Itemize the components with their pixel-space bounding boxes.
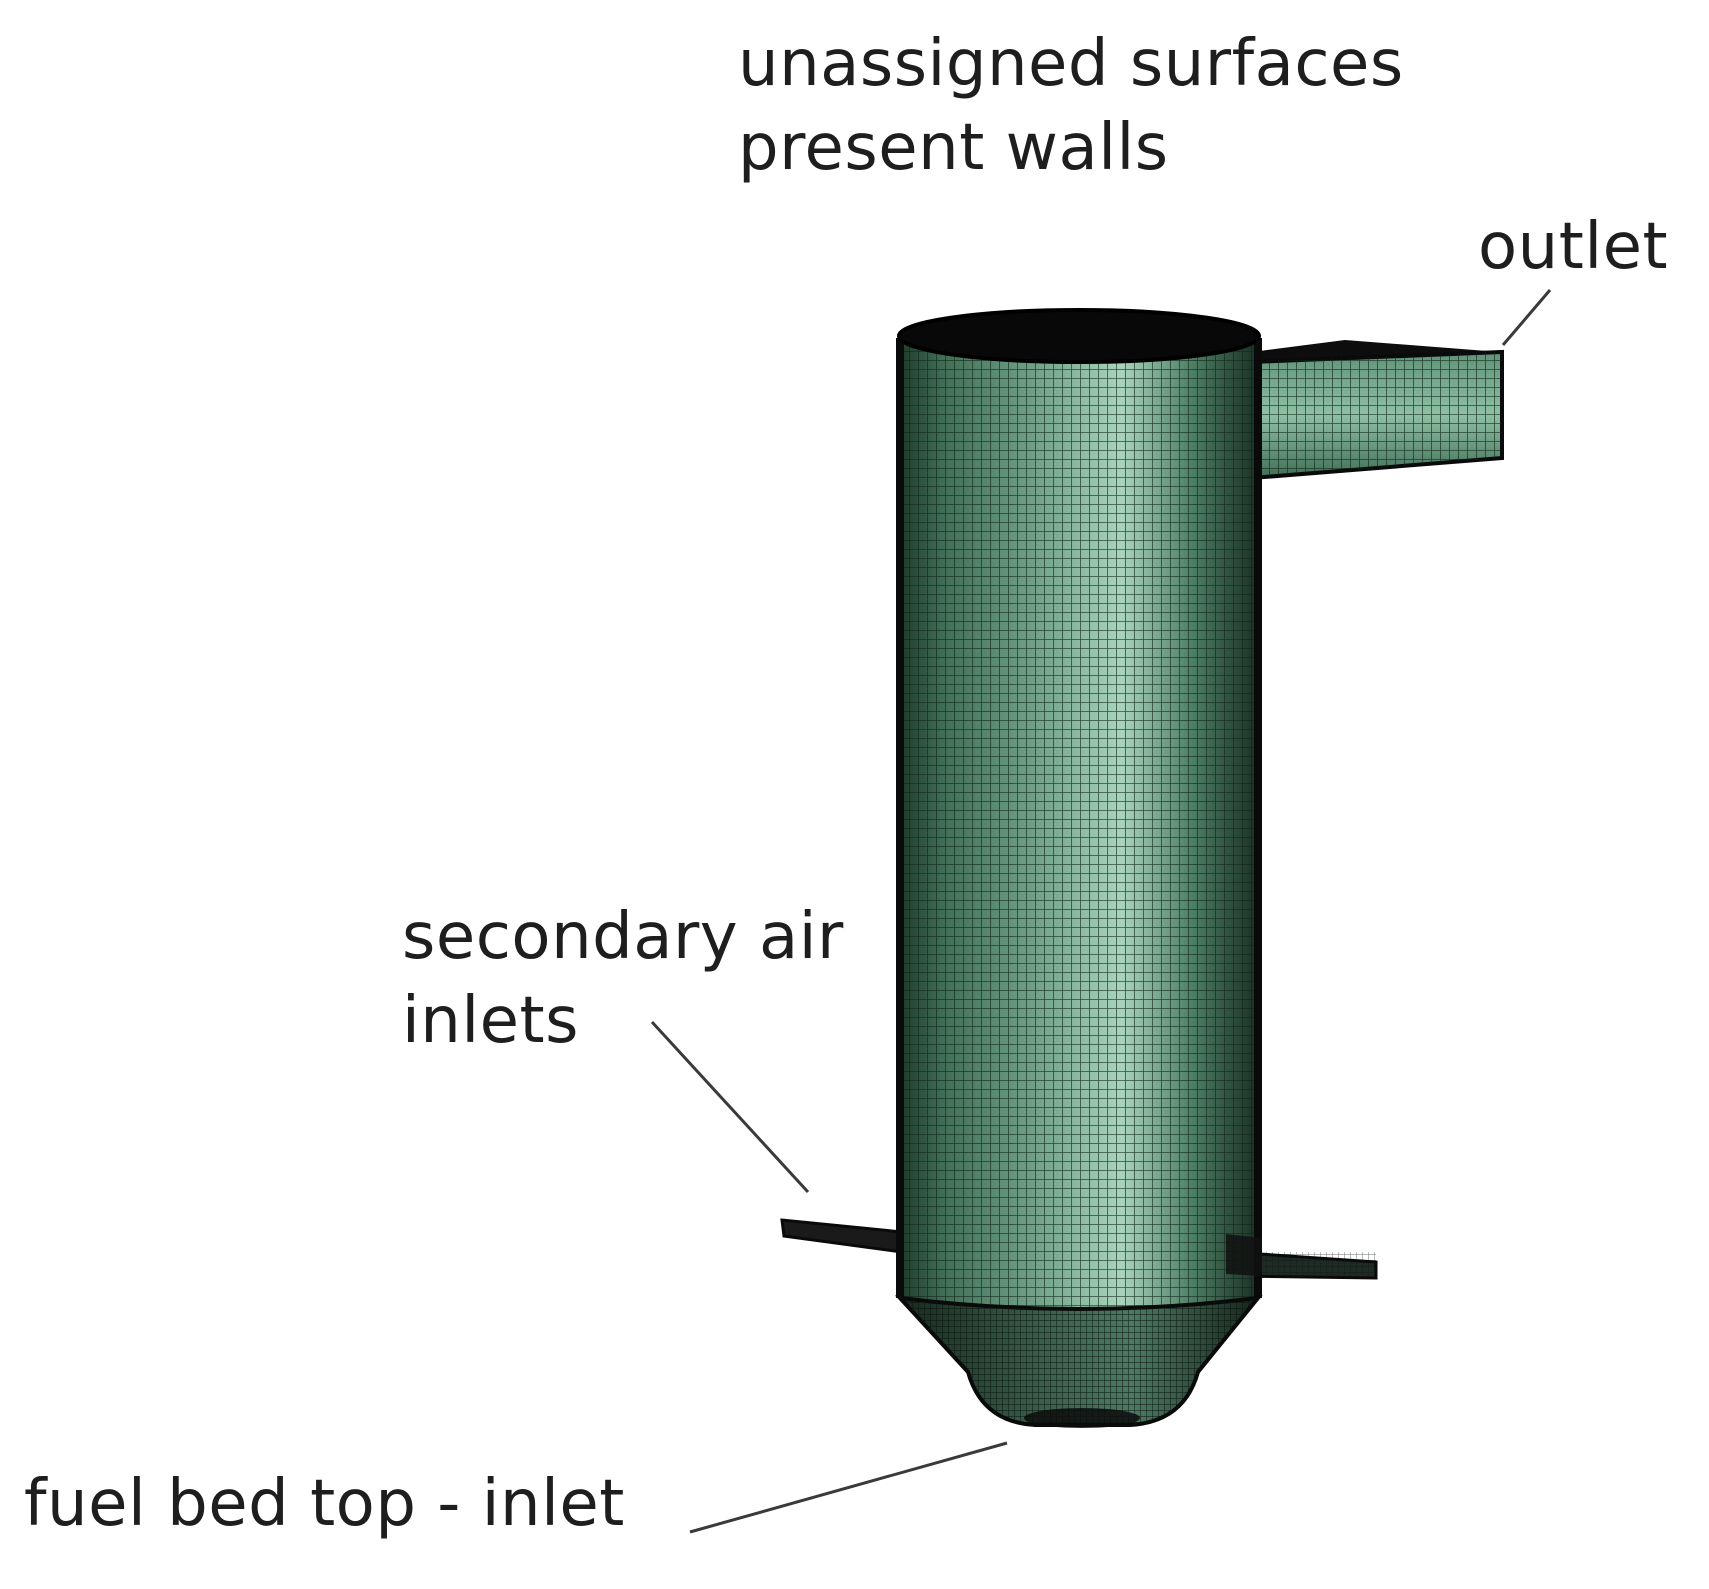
- outlet-duct-mesh: [1252, 352, 1502, 478]
- label-secondary-line-2: inlets: [402, 984, 579, 1059]
- label-secondary-air-inlets: secondary air inlets: [402, 895, 844, 1064]
- secondary-air-inlet-left: [780, 1218, 904, 1254]
- leader-line-fuel-bed: [689, 1441, 1008, 1534]
- label-outlet: outlet: [1478, 210, 1669, 284]
- label-fuel-bed-top-inlet: fuel bed top - inlet: [24, 1467, 625, 1541]
- cone-bottom-mesh: [900, 1298, 1258, 1425]
- label-walls-line-2: present walls: [738, 111, 1169, 186]
- outlet-duct-top: [1252, 340, 1500, 362]
- label-unassigned-surfaces-walls: unassigned surfaces present walls: [738, 22, 1404, 191]
- label-secondary-line-1: secondary air: [402, 900, 844, 974]
- cylinder-body-mesh: [900, 338, 1258, 1309]
- leader-line-secondary-air: [650, 1020, 810, 1194]
- cylinder-top-opening: [897, 308, 1261, 364]
- secondary-air-inlet-right-stub: [1226, 1234, 1262, 1276]
- leader-line-outlet: [1501, 289, 1552, 346]
- fuel-bed-surface: [1024, 1408, 1140, 1428]
- label-walls-line-1: unassigned surfaces: [738, 27, 1404, 101]
